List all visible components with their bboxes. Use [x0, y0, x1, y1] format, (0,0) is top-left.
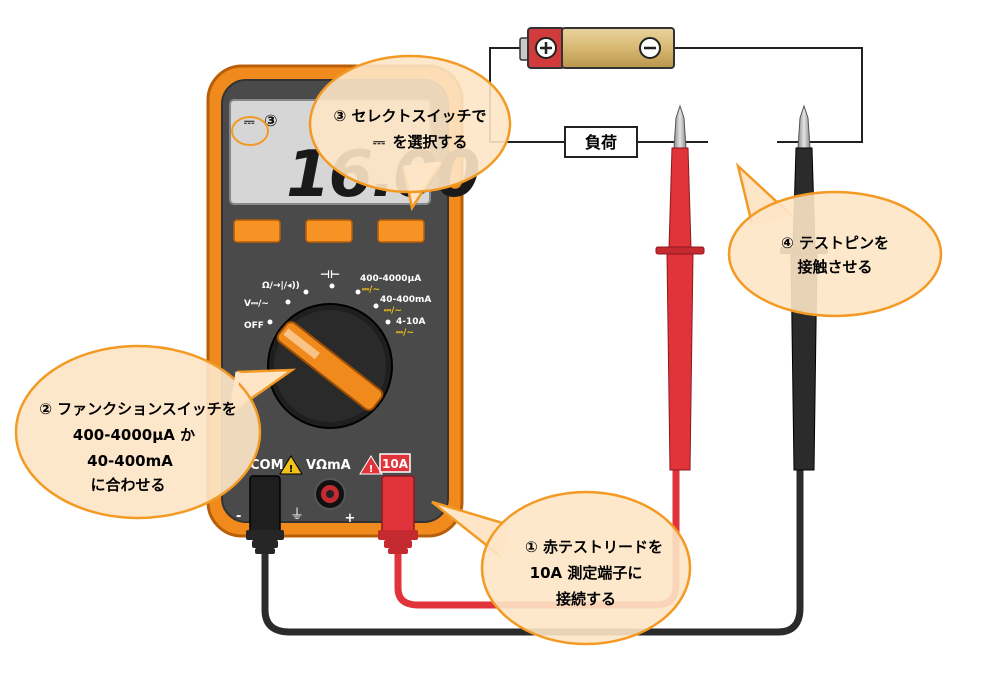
- load-resistor: 負荷: [564, 126, 638, 158]
- red-probe-handle: [666, 253, 694, 471]
- callout-step2-line2: 400-4000μA か: [73, 426, 195, 444]
- callout-step3-symbol: ⎓: [373, 133, 385, 151]
- range-label-ua-mode: ⎓/∼: [362, 285, 380, 295]
- callout-step1-line3: 接続する: [556, 590, 616, 608]
- callout-step4: ④ テストピンを 接触させる: [727, 162, 943, 318]
- terminal-label-10a-box: [379, 453, 411, 473]
- red-probe-guard: [655, 246, 705, 255]
- callout-step4-line2: 接触させる: [797, 258, 872, 276]
- black-plug: [249, 475, 281, 537]
- red-probe: [655, 104, 705, 471]
- range-label-off: OFF: [244, 321, 264, 331]
- load-label: 負荷: [585, 133, 617, 152]
- callout-step2-line4: に合わせる: [90, 476, 165, 494]
- callout-step1-line1: ① 赤テストリードを: [525, 538, 663, 556]
- terminal-label-10a: 10A: [382, 457, 409, 471]
- callout-step2-line1: ② ファンクションスイッチを: [39, 400, 237, 418]
- vohm-plus-label: +: [345, 511, 356, 526]
- range-label-ua: 400-4000μA: [360, 274, 421, 284]
- callout-step3: ③ セレクトスイッチで ⎓ を選択する: [308, 54, 512, 212]
- callout-step2: ② ファンクションスイッチを 400-4000μA か 40-400mA に合わ…: [14, 344, 297, 520]
- lcd-step-marker: ③: [264, 111, 278, 130]
- range-label-amp: 4-10A: [396, 317, 426, 327]
- range-label-ma-mode: ⎓/∼: [384, 306, 402, 316]
- red-plug: [381, 475, 415, 537]
- select-button[interactable]: [377, 219, 425, 243]
- callout-step2-line3: 40-400mA: [87, 452, 173, 470]
- callout-step3-line2: を選択する: [392, 133, 467, 151]
- function-button-1[interactable]: [233, 219, 281, 243]
- warning-mark-com: !: [289, 464, 294, 475]
- rotary-function-switch[interactable]: [267, 303, 393, 429]
- range-position-dots: [267, 283, 391, 325]
- range-label-ma: 40-400mA: [380, 295, 431, 305]
- red-probe-tip: [673, 104, 687, 149]
- terminal-label-com: COM: [250, 458, 284, 473]
- black-probe-tip: [797, 104, 811, 149]
- callout-step1: ① 赤テストリードを 10A 測定端子に 接続する: [431, 490, 692, 646]
- terminal-10a[interactable]: [378, 475, 418, 554]
- com-terminal[interactable]: [246, 475, 284, 554]
- warning-mark-10a: !: [369, 464, 374, 475]
- function-button-2[interactable]: [305, 219, 353, 243]
- callout-step1-line2: 10A 測定端子に: [530, 564, 643, 582]
- warning-10a-icon: [359, 455, 383, 475]
- lcd-mode-highlight: [231, 116, 269, 146]
- range-label-volt: V⎓/∼: [244, 299, 269, 309]
- vohm-ma-terminal[interactable]: [314, 478, 346, 510]
- battery: [519, 27, 675, 69]
- terminal-label-vohm: VΩmA: [306, 458, 351, 473]
- range-label-cap: ⊣⊢: [320, 268, 340, 281]
- com-minus-label: -: [236, 509, 241, 524]
- ground-icon: ⏚: [290, 507, 304, 523]
- warning-icon: [279, 455, 303, 475]
- range-label-ohm: Ω/→|/◂)): [262, 281, 300, 291]
- callout-step4-line1: ④ テストピンを: [781, 234, 889, 252]
- lcd-mode-symbol: ⎓: [244, 115, 255, 130]
- callout-step3-line1: ③ セレクトスイッチで: [334, 107, 487, 125]
- range-label-amp-mode: ⎓/∼: [396, 328, 414, 338]
- rotary-switch-pointer: [283, 328, 320, 360]
- wire-battery-right: [673, 47, 863, 143]
